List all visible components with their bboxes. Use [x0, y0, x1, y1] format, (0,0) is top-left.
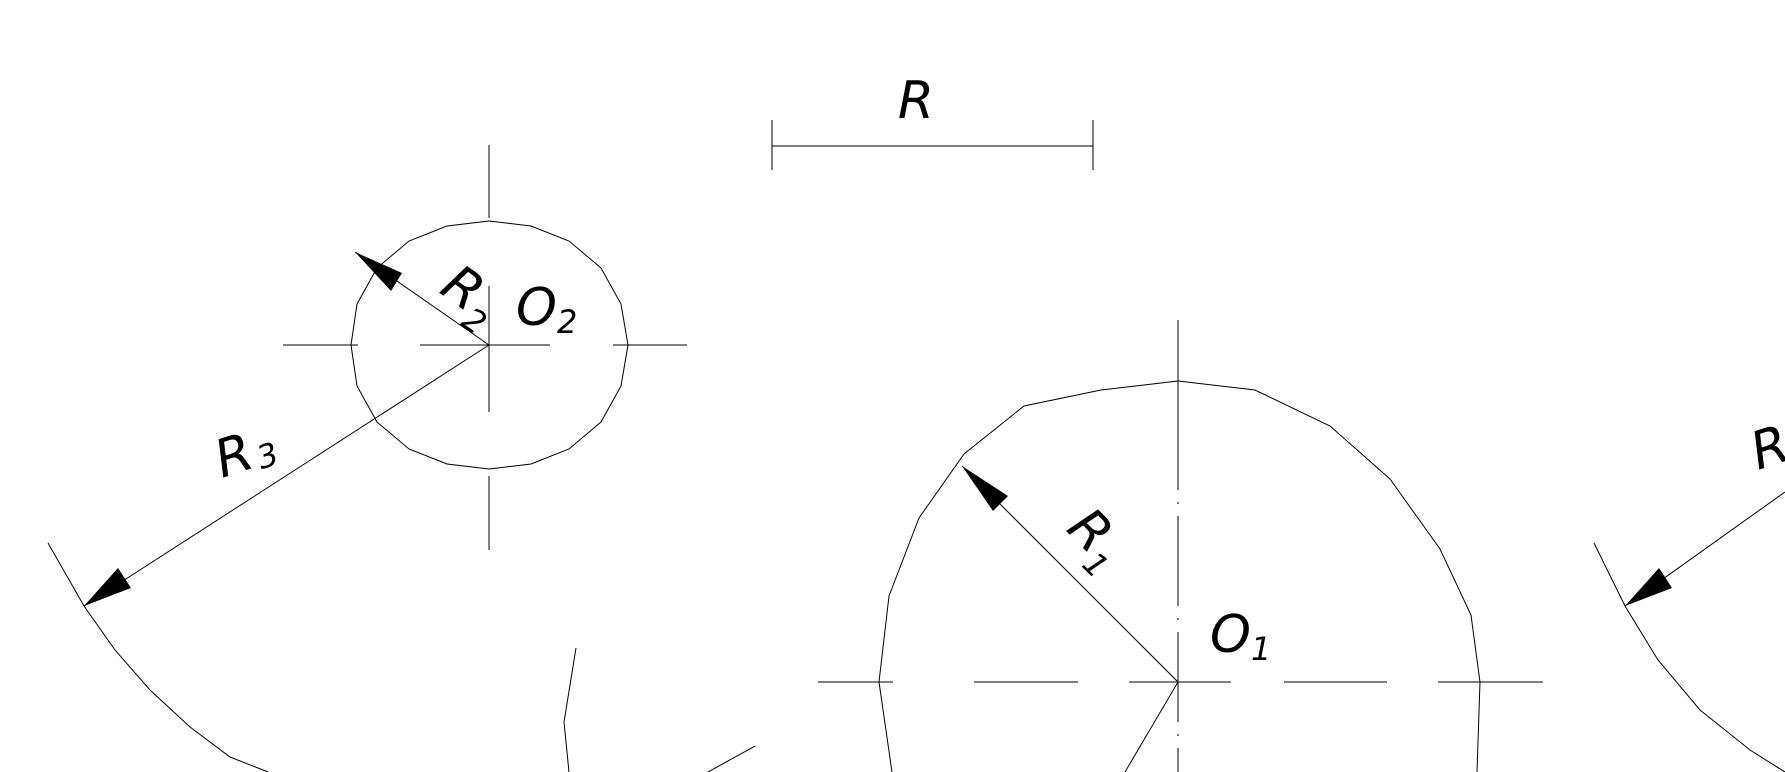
- radius-r3-line: [83, 344, 490, 607]
- radius-r3-label: R3: [207, 415, 283, 491]
- arc-r3: R3: [47, 344, 490, 772]
- arc-right-partial: R: [1593, 414, 1785, 772]
- center-o1-label: O1: [1210, 605, 1271, 668]
- radius-r2-arrowhead: [355, 252, 402, 291]
- radius-r2-label: R2: [425, 253, 511, 342]
- scale-bar: R: [771, 71, 1094, 170]
- edge-radius-label: R: [1743, 414, 1785, 482]
- radius-r3-arrowhead: [84, 568, 131, 606]
- construction-curve-left: [563, 647, 577, 772]
- radius-line-lower: [1124, 681, 1179, 772]
- arc-r3-curve: [47, 542, 269, 772]
- arc-right-curve: [1593, 542, 1785, 772]
- construction-line-diagonal: [707, 745, 756, 772]
- radius-r3-letter: R: [207, 422, 260, 490]
- center-o2-letter: O: [516, 278, 557, 338]
- radius-r1-label: R1: [1049, 497, 1138, 586]
- center-o2-label: O2: [516, 278, 577, 341]
- center-o1-subscript: 1: [1251, 630, 1271, 668]
- circle-o1-outline: [878, 380, 1481, 772]
- construction-lines: [563, 647, 756, 772]
- center-o1-letter: O: [1210, 605, 1251, 665]
- radius-r1-arrowhead: [962, 466, 1008, 511]
- scale-bar-label: R: [898, 71, 934, 131]
- center-o2-subscript: 2: [557, 303, 577, 341]
- radius-r1-letter: R: [1056, 497, 1124, 565]
- radius-right-arrowhead: [1625, 568, 1672, 606]
- circle-o1: R1 O1: [818, 320, 1543, 772]
